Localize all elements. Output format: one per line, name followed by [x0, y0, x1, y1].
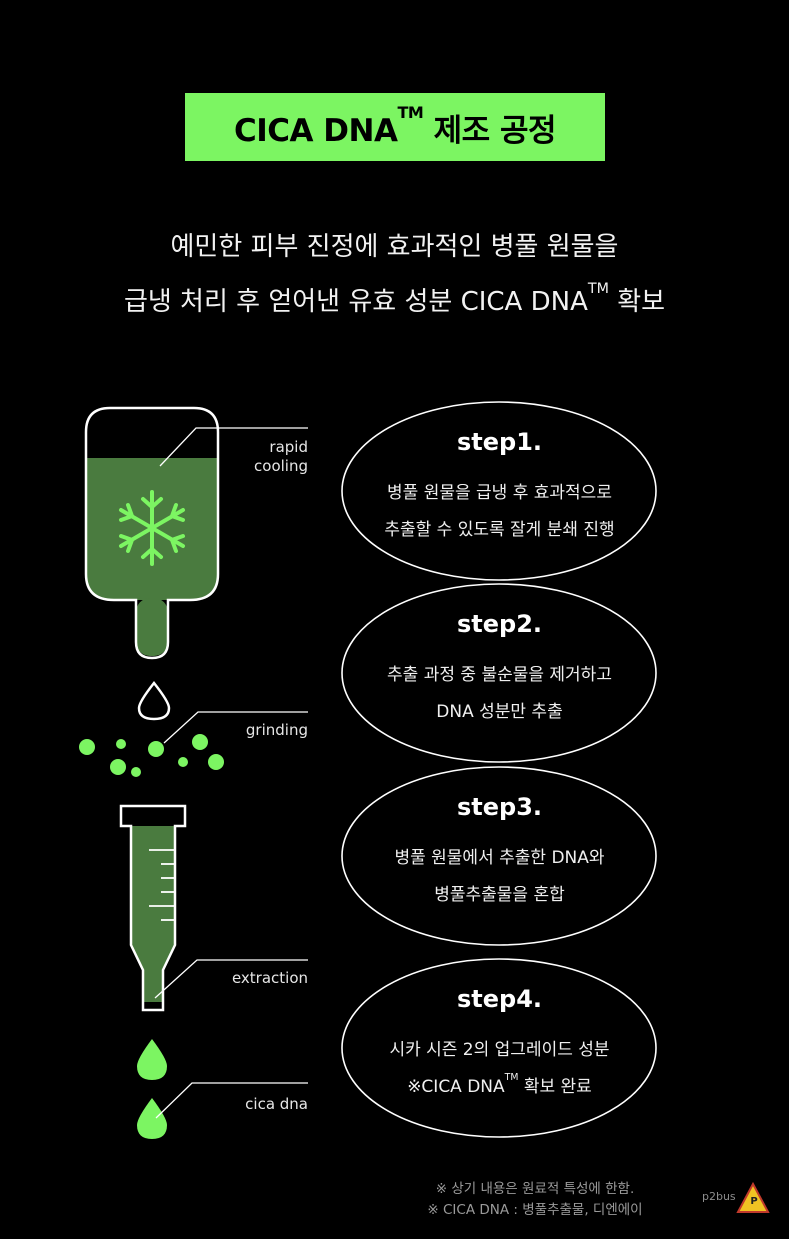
intro-line-2: 급냉 처리 후 얻어낸 유효 성분 CICA DNATM 확보 [123, 281, 666, 317]
step-desc-line: 추출 과정 중 불순물을 제거하고 [387, 665, 612, 685]
label-grinding: grinding [245, 721, 308, 739]
watermark-badge-letter: P [750, 1196, 758, 1207]
step-3: step3. 병풀 원물에서 추출한 DNA와 병풀추출물을 혼합 [342, 767, 657, 945]
grinding-leader [163, 711, 308, 744]
step-desc-line: 시카 시즌 2의 업그레이드 성분 [389, 1040, 610, 1060]
label-rapid-cooling: rapid cooling [254, 438, 308, 475]
watermark-badge-icon [736, 1181, 770, 1213]
intro-line-1: 예민한 피부 진정에 효과적인 병풀 원물을 [170, 232, 619, 262]
step-desc-line: ※CICA DNATM 확보 완료 [407, 1072, 592, 1097]
cica-dna-leader [155, 1082, 308, 1119]
step-desc-line: 병풀추출물을 혼합 [434, 885, 565, 905]
snowflake-icon [119, 490, 185, 566]
label-cica-dna: cica dna [245, 1095, 308, 1113]
step-2: step2. 추출 과정 중 불순물을 제거하고 DNA 성분만 추출 [342, 584, 657, 762]
extraction-leader [154, 959, 308, 999]
step1-ellipse [341, 401, 657, 581]
title-banner: CICA DNATM 제조 공정 [185, 93, 605, 161]
label-extraction: extraction [231, 969, 308, 987]
footnote-1: ※ 상기 내용은 원료적 특성에 한함. [435, 1181, 635, 1197]
step-desc-line: 병풀 원물을 급냉 후 효과적으로 [387, 483, 612, 503]
test-tube-icon [119, 804, 187, 1012]
footnote-2: ※ CICA DNA : 병풀추출물, 디엔에이 [427, 1202, 643, 1218]
step-title: step2. [456, 610, 543, 638]
step3-ellipse [341, 766, 657, 946]
water-drop-icon [137, 680, 171, 721]
step4-ellipse [341, 958, 657, 1138]
step-title: step3. [456, 793, 543, 821]
step-title: step1. [456, 428, 543, 456]
page-title: CICA DNATM 제조 공정 [233, 102, 557, 149]
watermark-text: p2bus [702, 1190, 736, 1203]
step-desc-line: 추출할 수 있도록 잘게 분쇄 진행 [384, 520, 615, 540]
step-4: step4. 시카 시즌 2의 업그레이드 성분 ※CICA DNATM 확보 … [342, 959, 657, 1137]
cica-drop-icon [137, 1098, 167, 1139]
step-1: step1. 병풀 원물을 급냉 후 효과적으로 추출할 수 있도록 잘게 분쇄… [342, 402, 657, 580]
step2-ellipse [341, 583, 657, 763]
step-desc-line: DNA 성분만 추출 [436, 702, 563, 722]
grinding-particles-icon [79, 734, 224, 777]
rapid-cooling-leader [159, 427, 308, 467]
step-desc-line: 병풀 원물에서 추출한 DNA와 [394, 848, 605, 868]
step-title: step4. [456, 985, 543, 1013]
cica-drop-icon [137, 1039, 167, 1080]
